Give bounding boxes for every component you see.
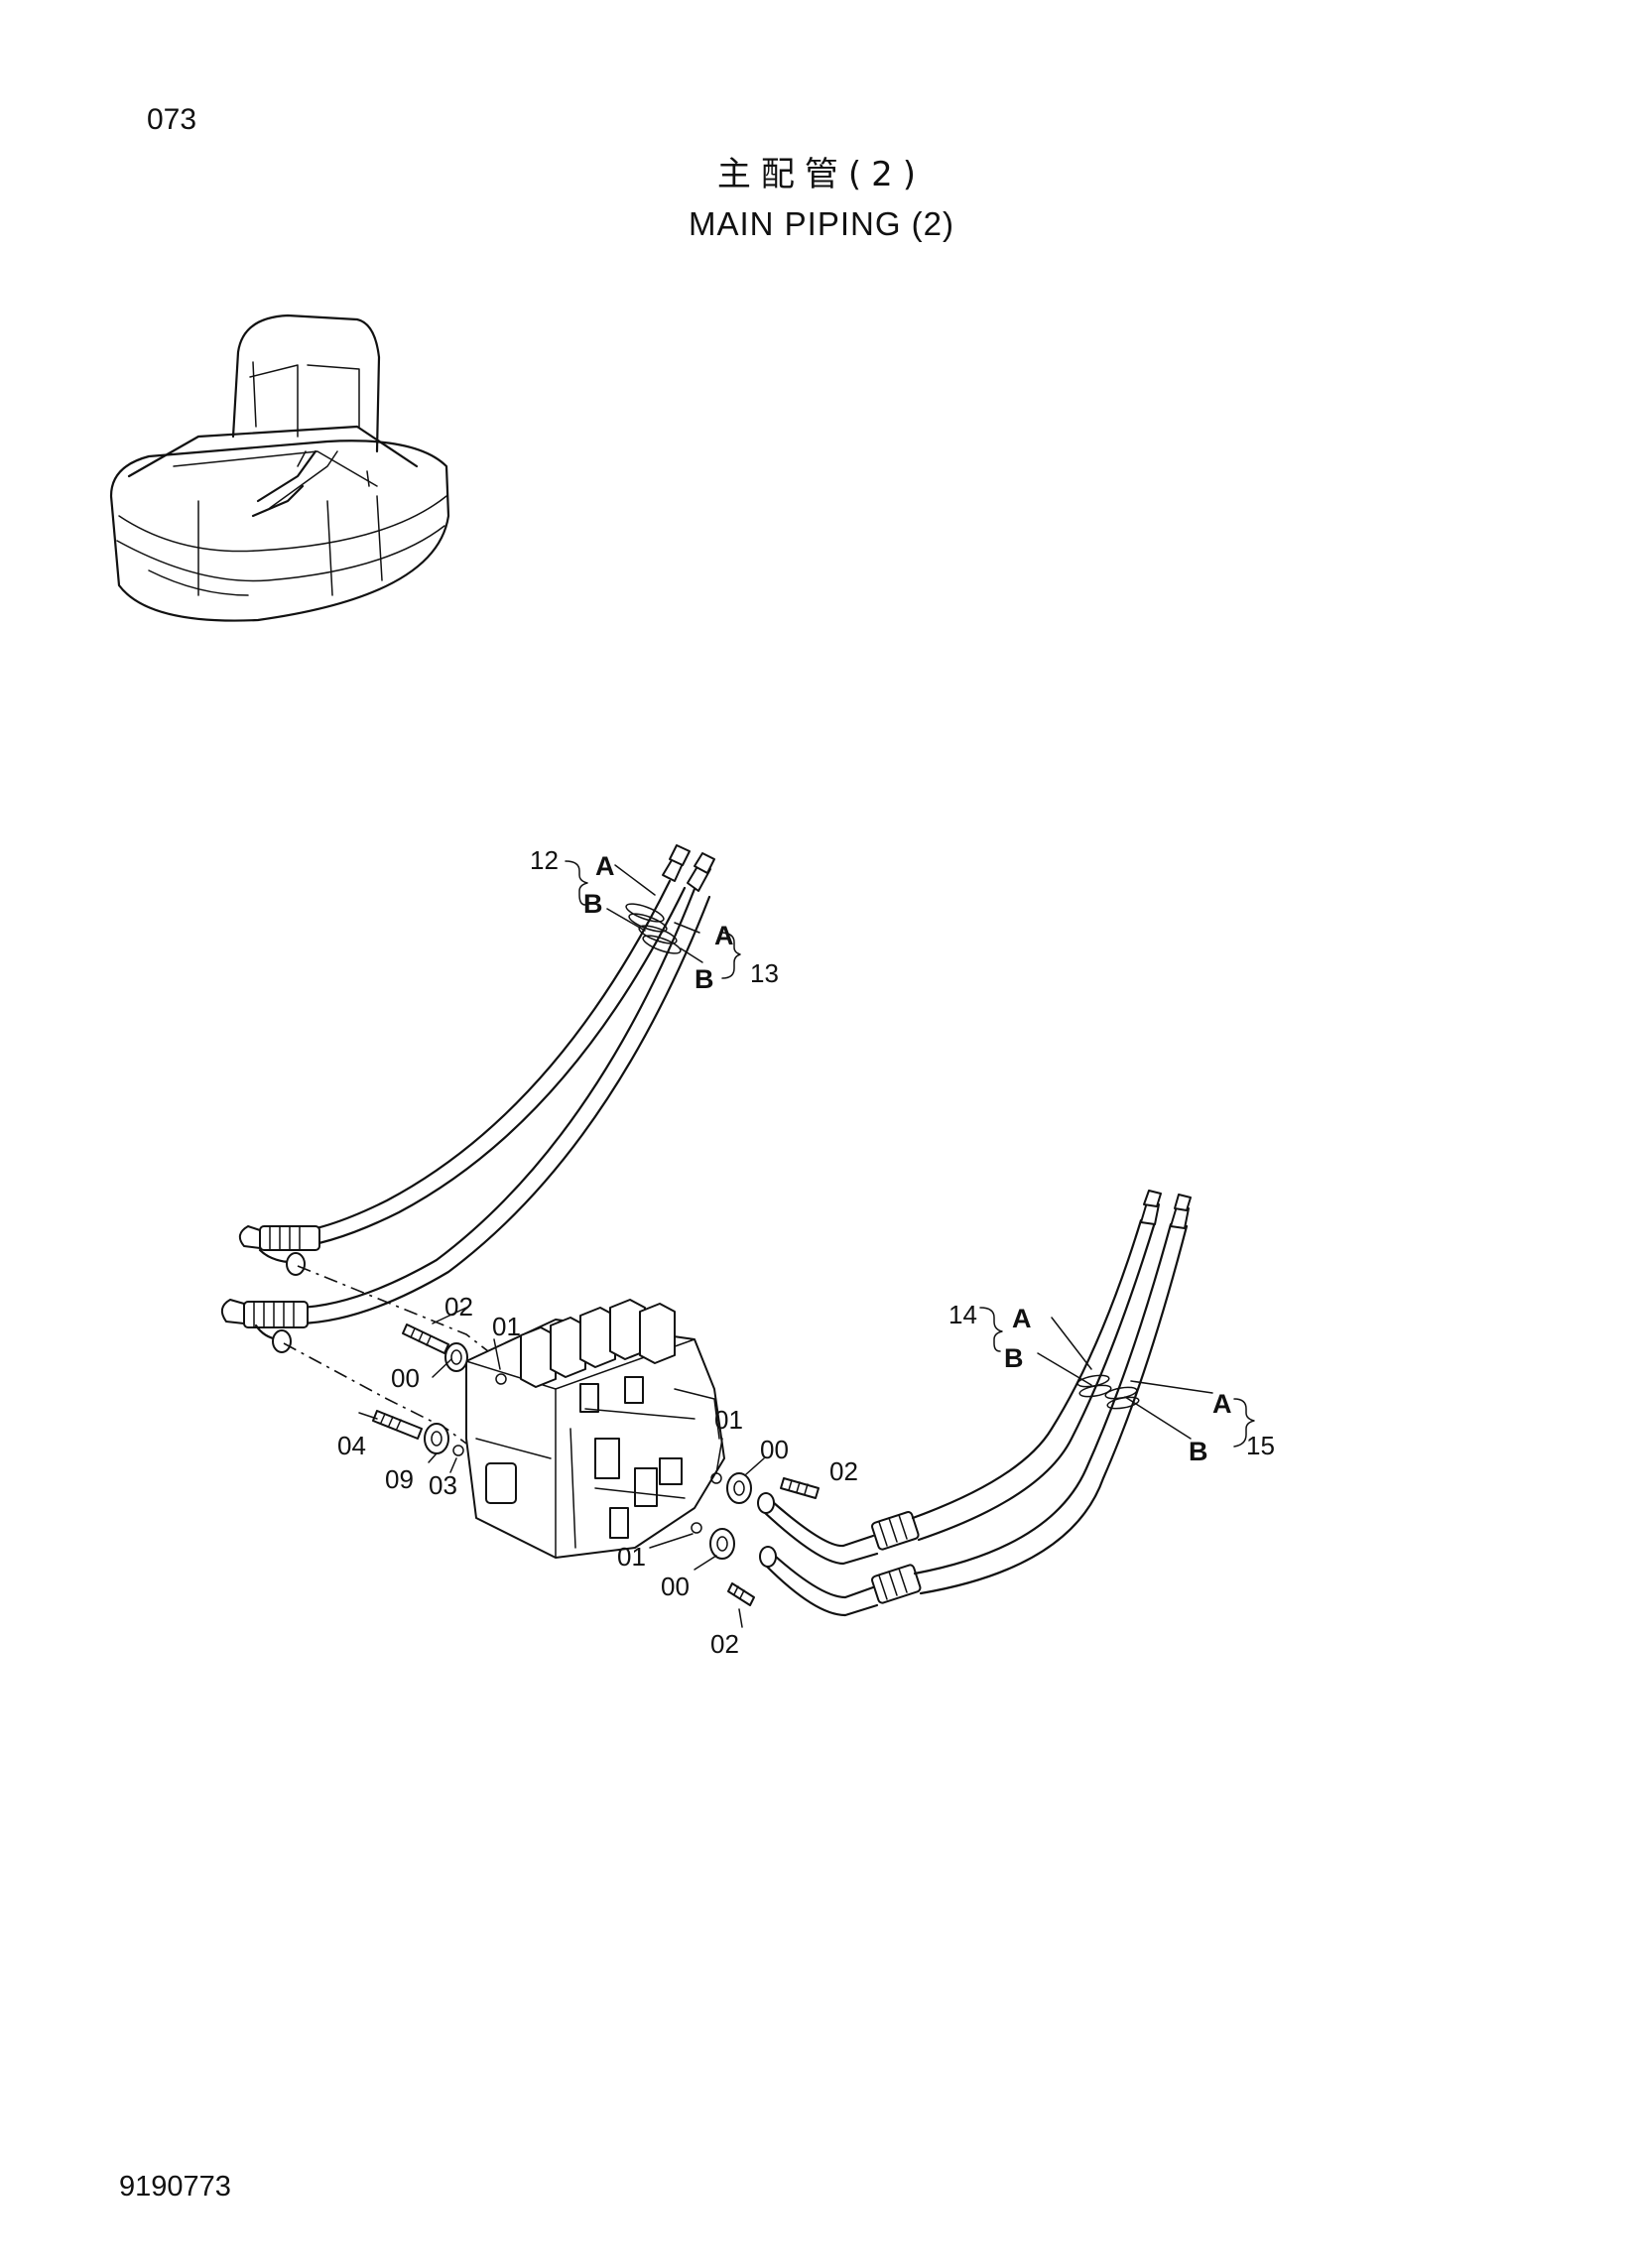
- title-chinese: 主配管(2): [716, 155, 927, 194]
- callout-02-top: 02: [444, 1292, 473, 1322]
- callout-15: 15: [1246, 1431, 1275, 1460]
- callout-02-low: 02: [710, 1629, 739, 1659]
- callout-01-top: 01: [492, 1312, 521, 1341]
- callout-03: 03: [429, 1470, 457, 1500]
- hose-assembly-14-15: [757, 1190, 1192, 1617]
- callout-14: 14: [948, 1300, 977, 1329]
- callout-14-b: B: [1004, 1343, 1024, 1373]
- callout-labels: 12 A B A B 13 14 A B A B 15 02 01 00 04 …: [337, 845, 1275, 1659]
- document-number: 9190773: [119, 2171, 231, 2203]
- callout-13-a: A: [714, 921, 734, 950]
- page-number: 073: [147, 103, 197, 136]
- callout-15-b: B: [1189, 1437, 1208, 1466]
- callout-01-mid: 01: [714, 1405, 743, 1435]
- callout-00-low: 00: [661, 1572, 690, 1601]
- callout-01-low: 01: [617, 1542, 646, 1572]
- callout-04: 04: [337, 1431, 366, 1460]
- hose-assembly-12-13: [220, 844, 715, 1353]
- title-english: MAIN PIPING (2): [688, 205, 955, 242]
- title-block: 主配管(2) MAIN PIPING (2): [0, 147, 1643, 243]
- excavator-overview-icon: [109, 314, 450, 622]
- callout-12-a: A: [595, 851, 615, 881]
- control-valve-icon: [465, 1299, 725, 1559]
- callout-09: 09: [385, 1464, 414, 1494]
- callout-leaders: [358, 860, 1255, 1628]
- callout-13-b: B: [695, 964, 714, 994]
- callout-00-left: 00: [391, 1363, 420, 1393]
- right-fasteners: [691, 1472, 820, 1606]
- callout-02-mid: 02: [829, 1456, 858, 1486]
- callout-12: 12: [530, 845, 559, 875]
- callout-00-mid: 00: [760, 1435, 789, 1464]
- callout-13: 13: [750, 958, 779, 988]
- callout-15-a: A: [1212, 1389, 1232, 1419]
- callout-14-a: A: [1012, 1304, 1032, 1333]
- callout-12-b: B: [583, 889, 603, 919]
